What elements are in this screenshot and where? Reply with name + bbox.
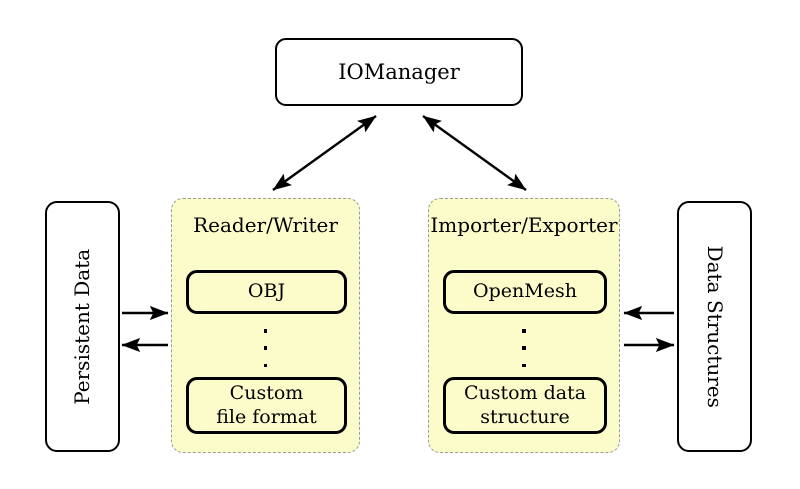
dot-icon [263, 329, 268, 333]
node-persistent-data: Persistent Data [45, 201, 120, 452]
node-iomanager: IOManager [275, 38, 523, 106]
node-persistent-data-label: Persistent Data [69, 248, 94, 405]
dot-icon [522, 346, 526, 350]
node-iomanager-label: IOManager [338, 59, 460, 84]
node-obj: OBJ [186, 270, 347, 314]
ellipsis-vertical-dots-importer-exporter [429, 329, 619, 367]
dot-icon [263, 363, 268, 367]
node-obj-label: OBJ [247, 280, 286, 303]
dot-icon [522, 329, 526, 333]
dot-icon [522, 363, 526, 367]
group-importer-exporter-title: Importer/Exporter [430, 213, 618, 237]
ellipsis-vertical-dots-reader-writer [172, 329, 359, 367]
arrow-iomanager-importer-exporter [422, 115, 527, 191]
node-data-structures-label: Data Structures [703, 245, 728, 408]
node-openmesh: OpenMesh [443, 270, 607, 314]
node-data-structures: Data Structures [677, 201, 752, 452]
group-reader-writer-title: Reader/Writer [193, 213, 338, 237]
arrow-iomanager-reader-writer [272, 115, 377, 191]
node-openmesh-label: OpenMesh [473, 280, 577, 303]
dot-icon [263, 346, 268, 350]
